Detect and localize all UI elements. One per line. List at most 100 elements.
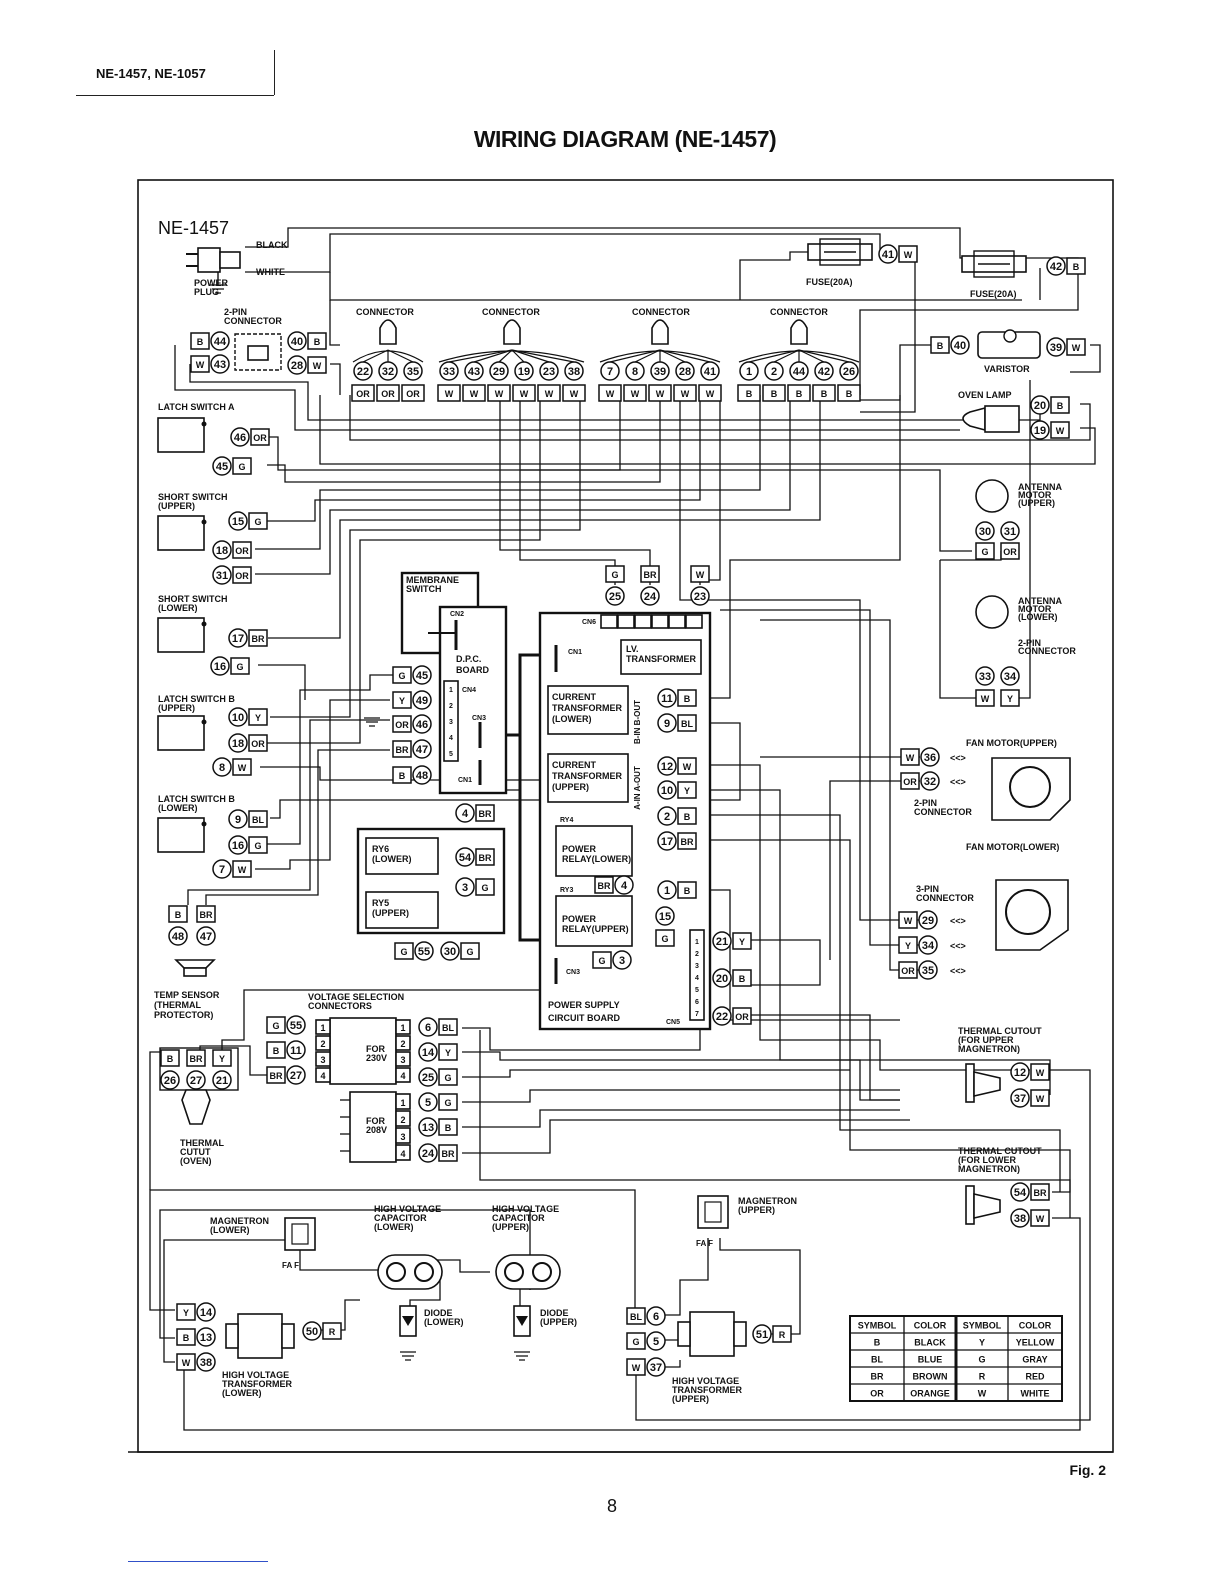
- hv-cap-upper-terminal: [504, 1262, 524, 1282]
- fan-upper-pin-color: [900, 772, 920, 790]
- vsc-230-pin-color-label: G: [444, 1073, 451, 1083]
- power-plug-cord: [219, 251, 241, 269]
- oven-lamp-label: OVEN LAMP: [958, 390, 1012, 400]
- connector-2-color: [437, 384, 461, 402]
- vsc-230-pin-color-label: Y: [445, 1048, 451, 1058]
- connector-2-color-label: W: [495, 389, 504, 399]
- fan-lower-pin-num-label: 35: [922, 965, 934, 977]
- relay-color-55: [394, 942, 414, 960]
- legend-cell: YELLOW: [1016, 1338, 1055, 1348]
- legend-cell: G: [978, 1355, 985, 1365]
- connector-3-pin-label: 39: [654, 366, 666, 378]
- fuse-1-body-holder: [819, 238, 861, 266]
- psb-top-pin: [640, 586, 660, 606]
- hvt-upper-coil: [677, 1321, 691, 1347]
- vsc-left-pin-num: [286, 1015, 306, 1035]
- fan-upper-pin-color-label: W: [906, 753, 915, 763]
- page-number: 8: [606, 1496, 617, 1516]
- thermal-oven-color-label: BR: [190, 1054, 203, 1064]
- wire: [939, 560, 985, 699]
- connector-3-lead: [659, 349, 686, 363]
- connector-2-pin-label: 33: [443, 366, 455, 378]
- dpc-pin-num-label: 45: [416, 670, 428, 682]
- psb-cn6-slot: [634, 614, 652, 629]
- figure-label: Fig. 2: [1069, 1462, 1106, 1478]
- dpc-pin-num-label: 48: [416, 770, 428, 782]
- wire: [738, 939, 821, 986]
- dpc-pin-color: [392, 691, 412, 709]
- connector-4-color: [837, 384, 861, 402]
- fuse-2-label: FUSE(20A): [970, 289, 1017, 299]
- connector-2-arc: [438, 350, 585, 363]
- ry3-label: RY3: [560, 887, 573, 894]
- latch-b-upper-pin-num-label: 18: [232, 738, 244, 750]
- psb-cn5-pin: 1: [695, 939, 699, 946]
- diode-lower-symbol: [402, 1316, 414, 1326]
- hvt-lower-pin-color-label: B: [183, 1333, 190, 1343]
- two-pin-connector-plug: [247, 345, 269, 361]
- ground-icon: [400, 1351, 416, 1361]
- latch-a-pin-num: [230, 427, 250, 447]
- two-pin-40-color-label: B: [314, 337, 321, 347]
- short-switch-upper-body-terminal: [201, 519, 207, 525]
- hvt-lower-pin-color: [176, 1303, 196, 1321]
- thermal-oven-label: THERMAL: [180, 1138, 224, 1148]
- connector-1-pin: [378, 361, 398, 381]
- thermal-lower-pin-color: [1030, 1183, 1050, 1201]
- psb-cn5-pin-num-label: 20: [716, 973, 728, 985]
- thermal-oven-color: [160, 1049, 180, 1067]
- connector-label: CONNECTOR: [482, 307, 540, 317]
- legend-cell: BROWN: [913, 1372, 948, 1382]
- legend-cell: R: [979, 1372, 986, 1382]
- thermal-upper-label: MAGNETRON): [958, 1044, 1020, 1054]
- vsc-208-pin-num-label: 5: [425, 1097, 431, 1109]
- latch-b-upper-pin-color: [248, 708, 268, 726]
- wire: [329, 300, 340, 346]
- connector-3-pin: [650, 361, 670, 381]
- dpc-cn1-label: CN1: [458, 777, 472, 784]
- connector-arrow-icon: <<>: [950, 966, 966, 976]
- thermal-lower-pin-num-label: 38: [1014, 1213, 1026, 1225]
- thermal-oven-color: [212, 1049, 232, 1067]
- two-pin-40-num: [287, 331, 307, 351]
- relay-pin-3-num-label: 3: [462, 882, 468, 894]
- antenna-lower-pin-label: 33: [979, 671, 991, 683]
- vsc-208-right-slot: [395, 1144, 411, 1161]
- thermal-upper-pin-num-label: 37: [1014, 1093, 1026, 1105]
- psb-cn5-pin-color-label: OR: [735, 1012, 749, 1022]
- vsc-230-left-slot: [315, 1067, 331, 1083]
- latch-b-upper-pin-color: [232, 758, 252, 776]
- fuse-1-pin-num: [878, 244, 898, 264]
- hvt-upper-r-pin-color: [772, 1325, 792, 1343]
- oven-lamp-pin-20-color-label: B: [1057, 401, 1064, 411]
- relay-pin-4-num-label: 4: [462, 808, 469, 820]
- connector-2-pin: [464, 361, 484, 381]
- psb-relay-color-15: [655, 929, 675, 947]
- vsc-208-pin-color-label: BR: [442, 1149, 455, 1159]
- thermal-oven-color: [186, 1049, 206, 1067]
- psb-cn5-pin-color-label: Y: [739, 937, 745, 947]
- vsc-230-left-number: 4: [320, 1071, 325, 1081]
- relay-color-55-label: G: [400, 947, 407, 957]
- short-lower-pin-color-label: BR: [252, 634, 265, 644]
- ct-upper-label: CURRENT: [552, 760, 597, 770]
- latch-switch-b-lower-label: (LOWER): [158, 803, 198, 813]
- wire: [710, 814, 1061, 1192]
- psb-right-pin-color-label: BL: [681, 719, 693, 729]
- vsc-left-pin-color: [266, 1041, 286, 1059]
- vsc-left-pin-num-label: 55: [290, 1020, 302, 1032]
- for-230v-label: FOR: [366, 1044, 385, 1054]
- relay-upper-label: POWER: [562, 914, 597, 924]
- fan-upper-rotor: [1009, 766, 1051, 808]
- latch-switch-b-upper-label: LATCH SWITCH B: [158, 694, 235, 704]
- psb-right-pin-color: [677, 881, 697, 899]
- latch-b-lower-pin-color: [248, 810, 268, 828]
- wire: [319, 395, 1096, 465]
- connector-4-pin: [839, 361, 859, 381]
- two-pin-43-num-label: 43: [214, 359, 226, 371]
- connector-3-color-label: W: [706, 389, 715, 399]
- vsc-230-pin-num: [418, 1042, 438, 1062]
- short-switch-lower-label: (LOWER): [158, 603, 198, 613]
- psb-right-pin-num-label: 9: [664, 718, 670, 730]
- temp-sensor-color: [168, 905, 188, 923]
